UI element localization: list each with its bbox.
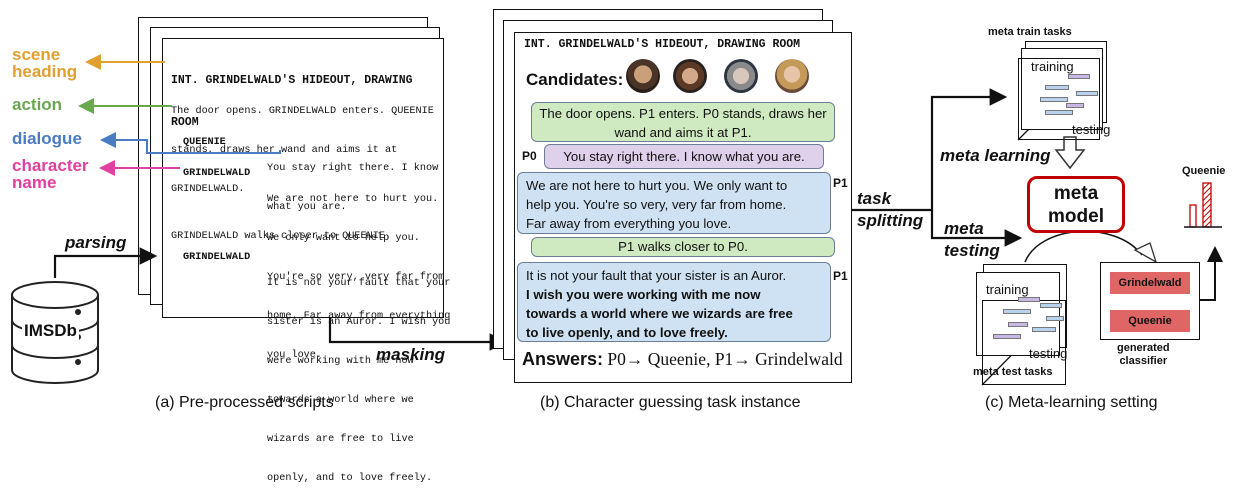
test-bar [1018,297,1040,302]
speaker-tag-p1-a: P1 [833,176,848,190]
train-bar [1076,91,1098,96]
test-bar [1046,316,1064,321]
action-bubble-2: P1 walks closer to P0. [531,237,835,257]
classifier-result-queenie: Queenie [1110,310,1190,332]
character-name-grindelwald-1: GRINDELWALD [183,168,251,179]
label-scene-heading: scene heading [12,45,78,81]
diagram-arrows [11,54,1223,386]
test-bar [993,334,1021,339]
train-bar [1068,74,1090,79]
label-action: action [12,95,63,114]
action-text-1: The door opens. GRINDELWALD enters. QUEE… [171,106,434,195]
caption-b: (b) Character guessing task instance [540,394,801,411]
train-bar [1066,103,1084,108]
masking-label: masking [376,345,445,364]
action-bubble-1: The door opens. P1 enters. P0 stands, dr… [531,102,835,142]
meta-test-title: meta test tasks [973,366,1053,378]
meta-train-title: meta train tasks [988,26,1072,38]
test-task-sheet-2 [976,272,1060,356]
scene-heading-text: INT. GRINDELWALD'S HIDEOUT, DRAWING ROOM [171,74,413,129]
candidate-avatar-1 [626,59,660,93]
answers-text: P0→ Queenie, P1→ Grindelwald [603,349,843,369]
train-bar [1040,97,1068,102]
candidate-avatar-3 [724,59,758,93]
caption-a: (a) Pre-processed scripts [155,394,334,411]
speaker-tag-p1-b: P1 [833,269,848,283]
dialogue-bubble-p1-a: We are not here to hurt you. We only wan… [517,172,831,234]
test-testing-label: testing [1029,346,1068,361]
train-bar [1045,85,1069,90]
test-bar [1008,322,1028,327]
dialogue-bubble-p0: You stay right there. I know what you ar… [544,144,824,169]
candidates-label: Candidates: [526,70,624,89]
task-splitting-label: task splitting [857,189,924,230]
parsing-label: parsing [65,233,127,252]
meta-testing-label: meta testing [944,219,1000,260]
dialogue-text-2: We are not here to hurt you. We only wan… [267,194,451,361]
candidate-avatar-2 [673,59,707,93]
answers-row: Answers: P0→ Queenie, P1→ Grindelwald [522,349,843,370]
meta-model-box: meta model [1027,176,1125,233]
dialogue-text-1: You stay right there. I know what you ar… [267,163,439,213]
speaker-tag-p0: P0 [522,149,537,163]
character-name-grindelwald-2: GRINDELWALD [183,252,251,263]
generated-classifier-label: generated classifier [1117,342,1170,367]
candidate-avatar-4 [775,59,809,93]
label-dialogue: dialogue [12,129,82,148]
test-bar [1040,303,1062,308]
script-page-front [162,38,444,318]
chart-queenie-label: Queenie [1182,165,1226,177]
action-text-2: GRINDELWALD walks closer to QUEENIE. [171,231,392,242]
answers-label: Answers: [522,349,604,369]
character-name-queenie: QUEENIE [183,137,226,148]
caption-c: (c) Meta-learning setting [985,394,1158,411]
meta-learning-label: meta learning [940,146,1051,165]
train-task-sheet-1 [1018,58,1100,140]
train-bar [1045,110,1073,115]
test-bar [1003,309,1031,314]
task-scene-heading: INT. GRINDELWALD'S HIDEOUT, DRAWING ROOM [524,38,801,51]
dialogue-bubble-p1-b: It is not your fault that your sister is… [517,262,831,342]
classifier-result-grindelwald: Grindelwald [1110,272,1190,294]
database-label: IMSDb [22,321,79,341]
label-character-name: character name [12,156,89,192]
train-testing-label: testing [1072,122,1111,137]
train-training-label: training [1031,59,1074,74]
prediction-bar-chart [1184,182,1222,228]
test-bar [1032,327,1056,332]
test-training-label: training [986,282,1029,297]
